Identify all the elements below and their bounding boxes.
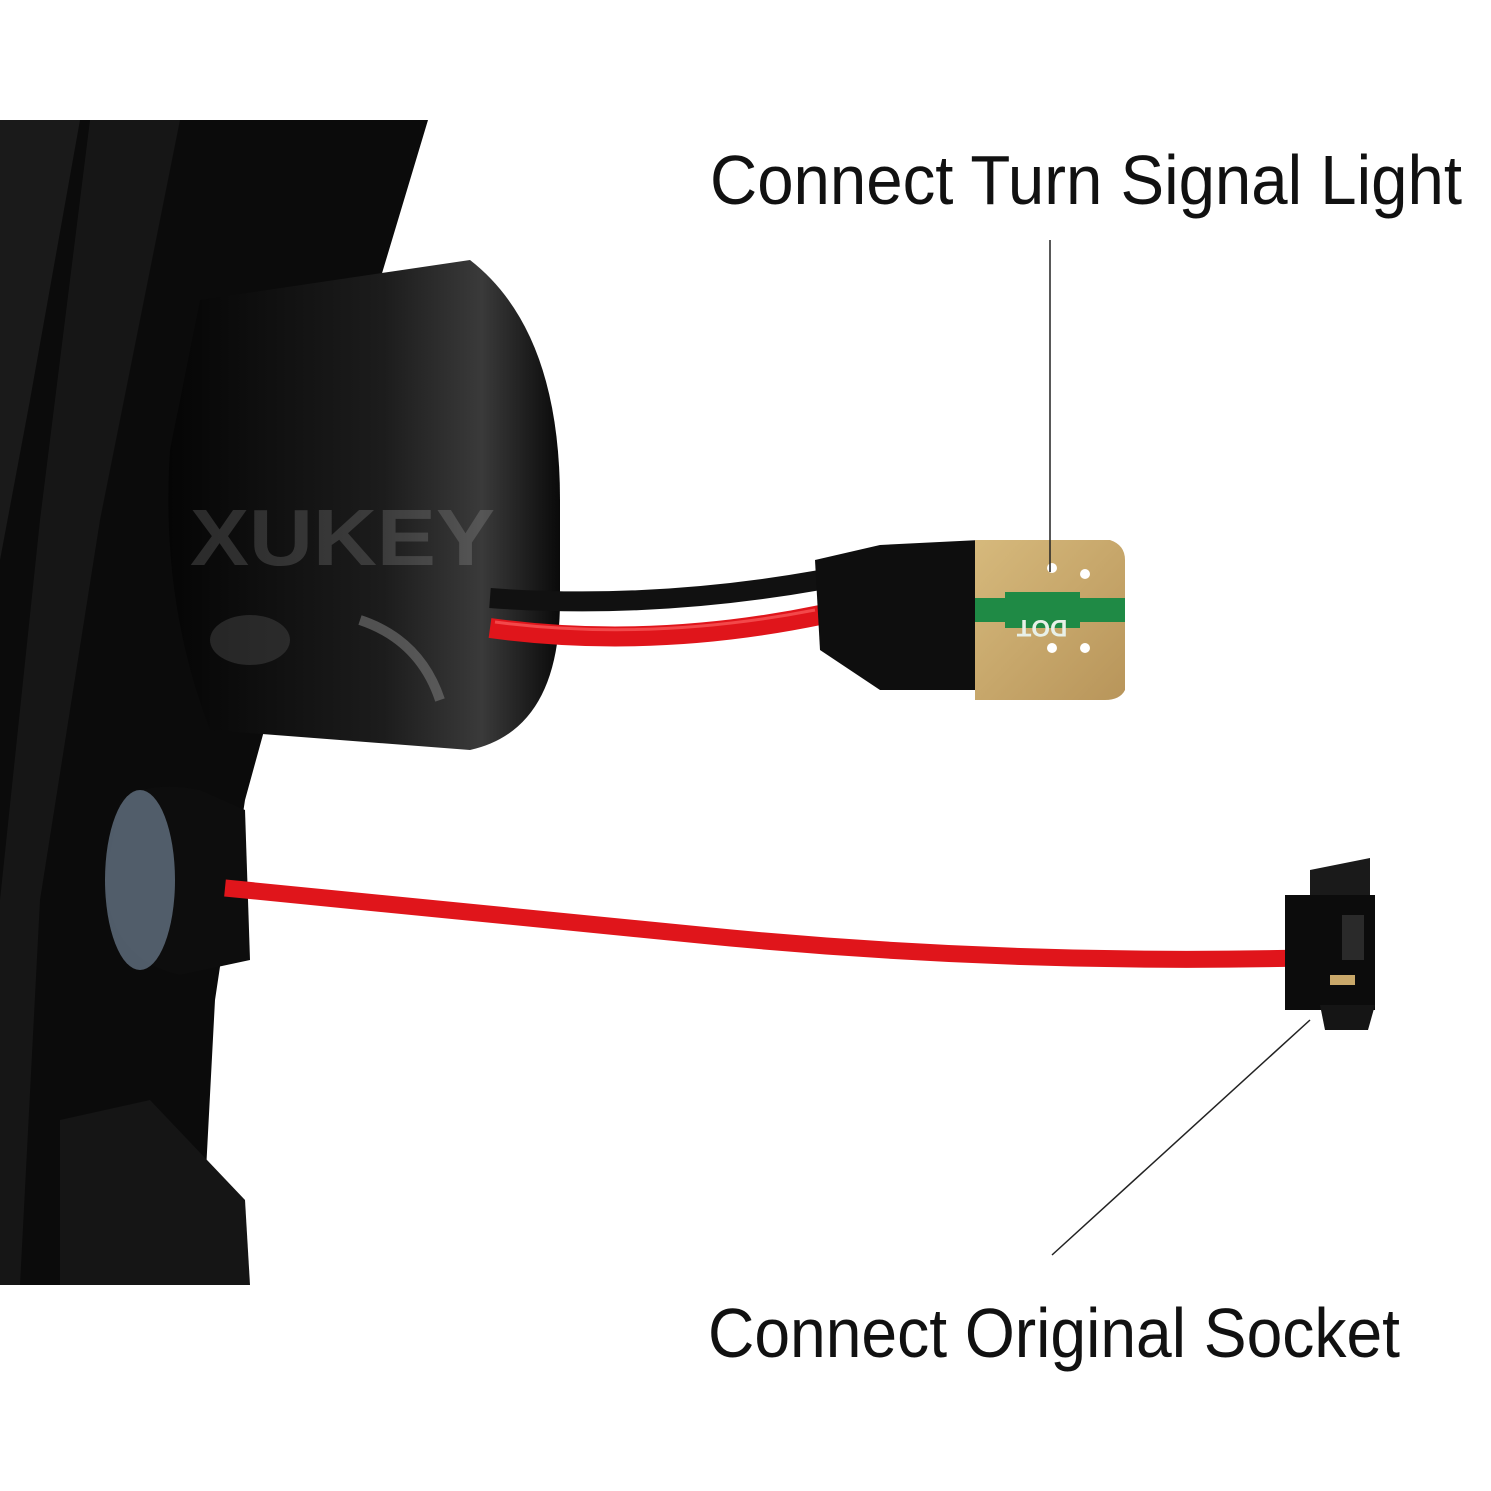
pcb-connector: DOT xyxy=(975,540,1125,700)
pcb-marking: DOT xyxy=(1016,614,1067,641)
heat-shrink xyxy=(815,540,985,690)
label-turn-signal: Connect Turn Signal Light xyxy=(710,141,1462,219)
upper-wires xyxy=(488,570,823,647)
lower-red-wire xyxy=(224,879,1301,968)
leader-line-bottom xyxy=(1051,1019,1311,1256)
socket-connector xyxy=(1285,858,1375,1030)
watermark-logo: XUKEY xyxy=(190,493,495,582)
lamp-housing xyxy=(0,120,560,1285)
label-original-socket: Connect Original Socket xyxy=(708,1294,1400,1372)
